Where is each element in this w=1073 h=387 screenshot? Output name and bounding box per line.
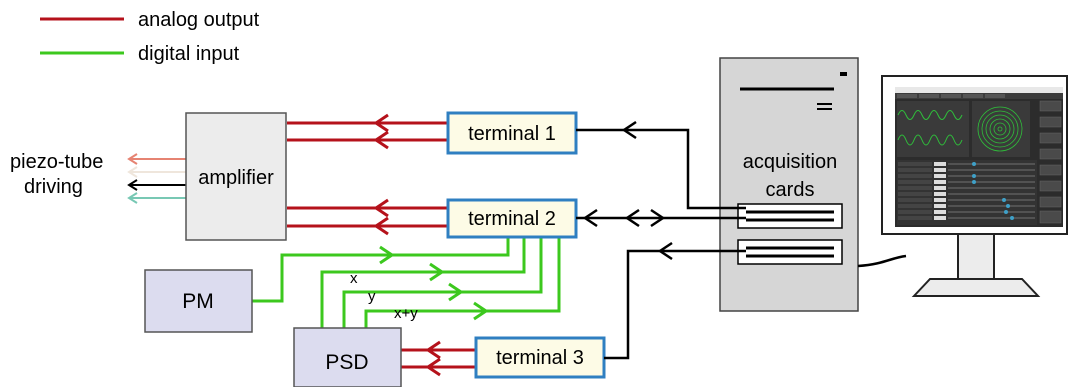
piezo-label-line1: piezo-tube [10,151,103,173]
digital-lines [252,237,561,328]
param-rows [898,162,946,220]
monitor [881,75,1068,297]
terminal-3-block [474,336,606,379]
amplifier-label: amplifier [198,167,274,189]
psd-label: PSD [325,351,368,374]
analog-lines-terminal2 [287,198,448,236]
terminal-1-block [446,111,578,155]
legend: analog output digital input [40,9,260,65]
terminal-3-label: terminal 3 [496,347,584,369]
label-y: y [368,288,376,305]
monitor-neck [957,233,995,280]
terminal-1-label: terminal 1 [468,123,556,145]
monitor-base [911,278,1041,297]
psd-block [293,327,402,387]
black-connections [576,120,907,360]
legend-analog-label: analog output [138,9,260,31]
acquisition-label-line1: acquisition [743,151,838,173]
acquisition-card-1 [737,203,843,229]
label-x-plus-y: x+y [394,305,418,322]
piezo-label-line2: driving [24,176,83,198]
terminal-2-label: terminal 2 [468,208,556,230]
analog-lines-terminal1 [287,113,448,150]
terminal-2-block [446,198,578,239]
amplifier-block [185,112,287,241]
piezo-arrows [127,153,186,204]
power-led [840,72,847,76]
acquisition-label-line2: cards [766,179,815,201]
pm-label: PM [182,290,214,313]
label-x: x [350,270,358,287]
pm-block [144,269,253,333]
legend-digital-label: digital input [138,43,240,65]
computer-tower [719,57,859,312]
acquisition-card-2 [737,239,843,265]
